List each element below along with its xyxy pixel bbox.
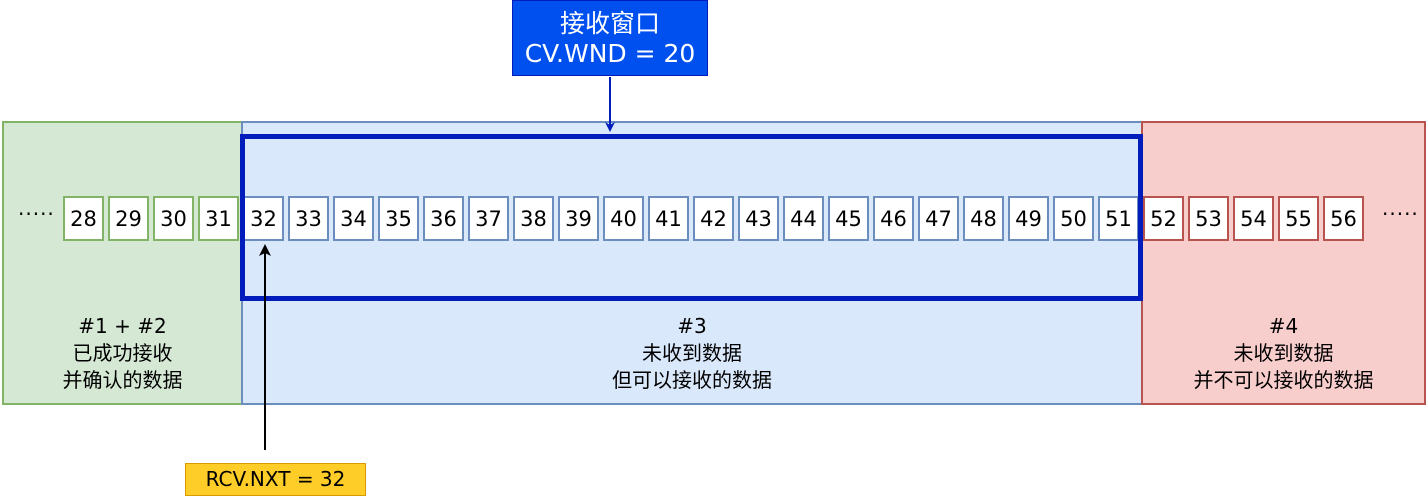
- region-not-receivable-line: 并不可以接收的数据: [1193, 368, 1374, 392]
- received-cell: 28: [63, 196, 104, 241]
- window-cell: 39: [558, 196, 599, 241]
- window-cell: 48: [963, 196, 1004, 241]
- receive-window-title: 接收窗口: [559, 9, 660, 38]
- window-cell: 45: [828, 196, 869, 241]
- window-cell: 47: [918, 196, 959, 241]
- window-cell: 32: [243, 196, 284, 241]
- region-received-line: 并确认的数据: [62, 368, 183, 392]
- region-not-receivable-label: #4 未收到数据 并不可以接收的数据: [1141, 313, 1426, 394]
- window-cell: 40: [603, 196, 644, 241]
- region-received: [2, 121, 243, 405]
- region-received-label: #1 + #2 已成功接收 并确认的数据: [2, 313, 243, 394]
- window-cell: 35: [378, 196, 419, 241]
- beyond-cell: 52: [1143, 196, 1184, 241]
- region-receivable-label: #3 未收到数据 但可以接收的数据: [241, 313, 1143, 394]
- receive-window-label: 接收窗口 CV.WND = 20: [512, 0, 708, 76]
- receive-window-value: CV.WND = 20: [524, 39, 696, 68]
- next-pointer-label: RCV.NXT = 32: [185, 463, 366, 496]
- beyond-cell: 55: [1278, 196, 1319, 241]
- window-cell: 36: [423, 196, 464, 241]
- window-cell: 37: [468, 196, 509, 241]
- window-cell: 46: [873, 196, 914, 241]
- region-not-receivable-line: 未收到数据: [1233, 341, 1334, 365]
- region-receivable: [241, 121, 1143, 405]
- window-cell: 49: [1008, 196, 1049, 241]
- window-cell: 50: [1053, 196, 1094, 241]
- ellipsis-right: ·····: [1382, 202, 1419, 226]
- region-receivable-line: 未收到数据: [642, 341, 742, 365]
- received-cell: 30: [153, 196, 194, 241]
- region-not-receivable: [1141, 121, 1426, 405]
- beyond-cell: 54: [1233, 196, 1274, 241]
- window-cell: 42: [693, 196, 734, 241]
- window-cell: 33: [288, 196, 329, 241]
- region-receivable-line: #3: [677, 314, 707, 338]
- window-cell: 44: [783, 196, 824, 241]
- beyond-cell: 53: [1188, 196, 1229, 241]
- region-received-line: 已成功接收: [72, 341, 173, 365]
- window-cell: 51: [1098, 196, 1139, 241]
- receive-window-outline: [240, 134, 1143, 301]
- window-cell: 34: [333, 196, 374, 241]
- window-cell: 38: [513, 196, 554, 241]
- received-cell: 31: [198, 196, 239, 241]
- window-cell: 43: [738, 196, 779, 241]
- region-receivable-line: 但可以接收的数据: [612, 368, 772, 392]
- region-not-receivable-line: #4: [1268, 314, 1299, 338]
- ellipsis-left: ·····: [18, 202, 55, 226]
- beyond-cell: 56: [1323, 196, 1364, 241]
- region-received-line: #1 + #2: [78, 314, 167, 338]
- received-cell: 29: [108, 196, 149, 241]
- window-cell: 41: [648, 196, 689, 241]
